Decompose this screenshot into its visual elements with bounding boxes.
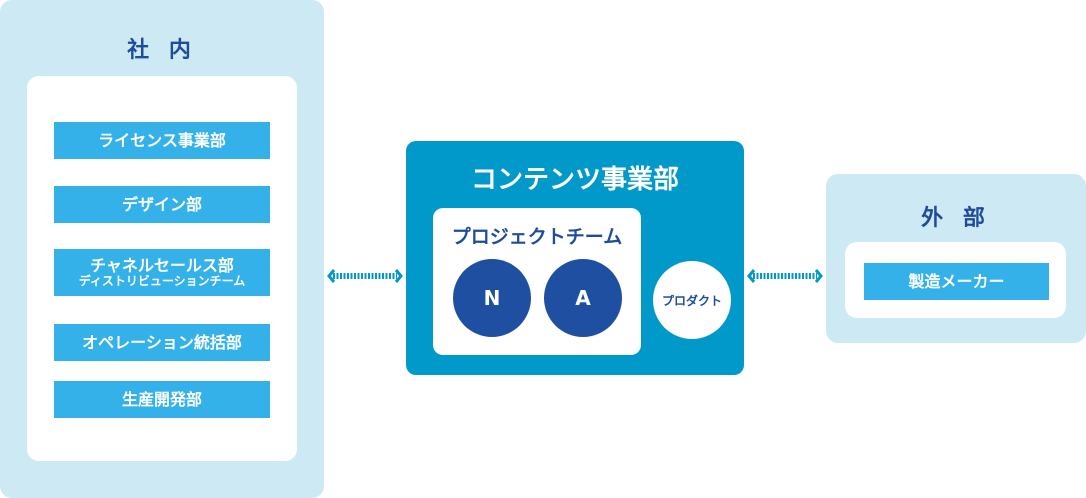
dept-manufacturer: 製造メーカー — [864, 263, 1049, 300]
center-title: コンテンツ事業部 — [470, 165, 679, 195]
external-title: 外 部 — [921, 206, 991, 231]
product-circle: プロダクト — [653, 261, 731, 339]
team-title: プロジェクトチーム — [451, 226, 623, 248]
dept-channel-sales: チャネルセールス部ディストリビューションチーム — [54, 249, 270, 296]
dept-label: チャネルセールス部 — [90, 256, 234, 276]
dept-license: ライセンス事業部 — [54, 122, 270, 159]
dept-design: デザイン部 — [54, 186, 270, 223]
contents-division: コンテンツ事業部 プロジェクトチーム N A プロダクト — [406, 141, 744, 375]
dept-label: ライセンス事業部 — [98, 130, 226, 150]
dept-label: オペレーション統括部 — [82, 332, 242, 352]
internal-title: 社 内 — [127, 38, 197, 63]
double-arrow-icon — [747, 269, 823, 283]
project-team: プロジェクトチーム N A — [433, 208, 641, 355]
dept-sublabel: ディストリビューションチーム — [78, 273, 246, 288]
dept-operations: オペレーション統括部 — [54, 324, 270, 361]
double-arrow-icon — [327, 269, 403, 283]
dept-label: 生産開発部 — [121, 389, 202, 409]
dept-label: デザイン部 — [121, 194, 202, 214]
dept-label: 製造メーカー — [908, 271, 1005, 291]
member-n: N — [453, 259, 531, 337]
internal-panel: 社 内 ライセンス事業部 デザイン部 チャネルセールス部ディストリビューションチ… — [0, 0, 324, 498]
external-panel: 外 部 製造メーカー — [826, 174, 1086, 343]
member-a: A — [544, 259, 622, 337]
dept-production: 生産開発部 — [54, 381, 270, 418]
